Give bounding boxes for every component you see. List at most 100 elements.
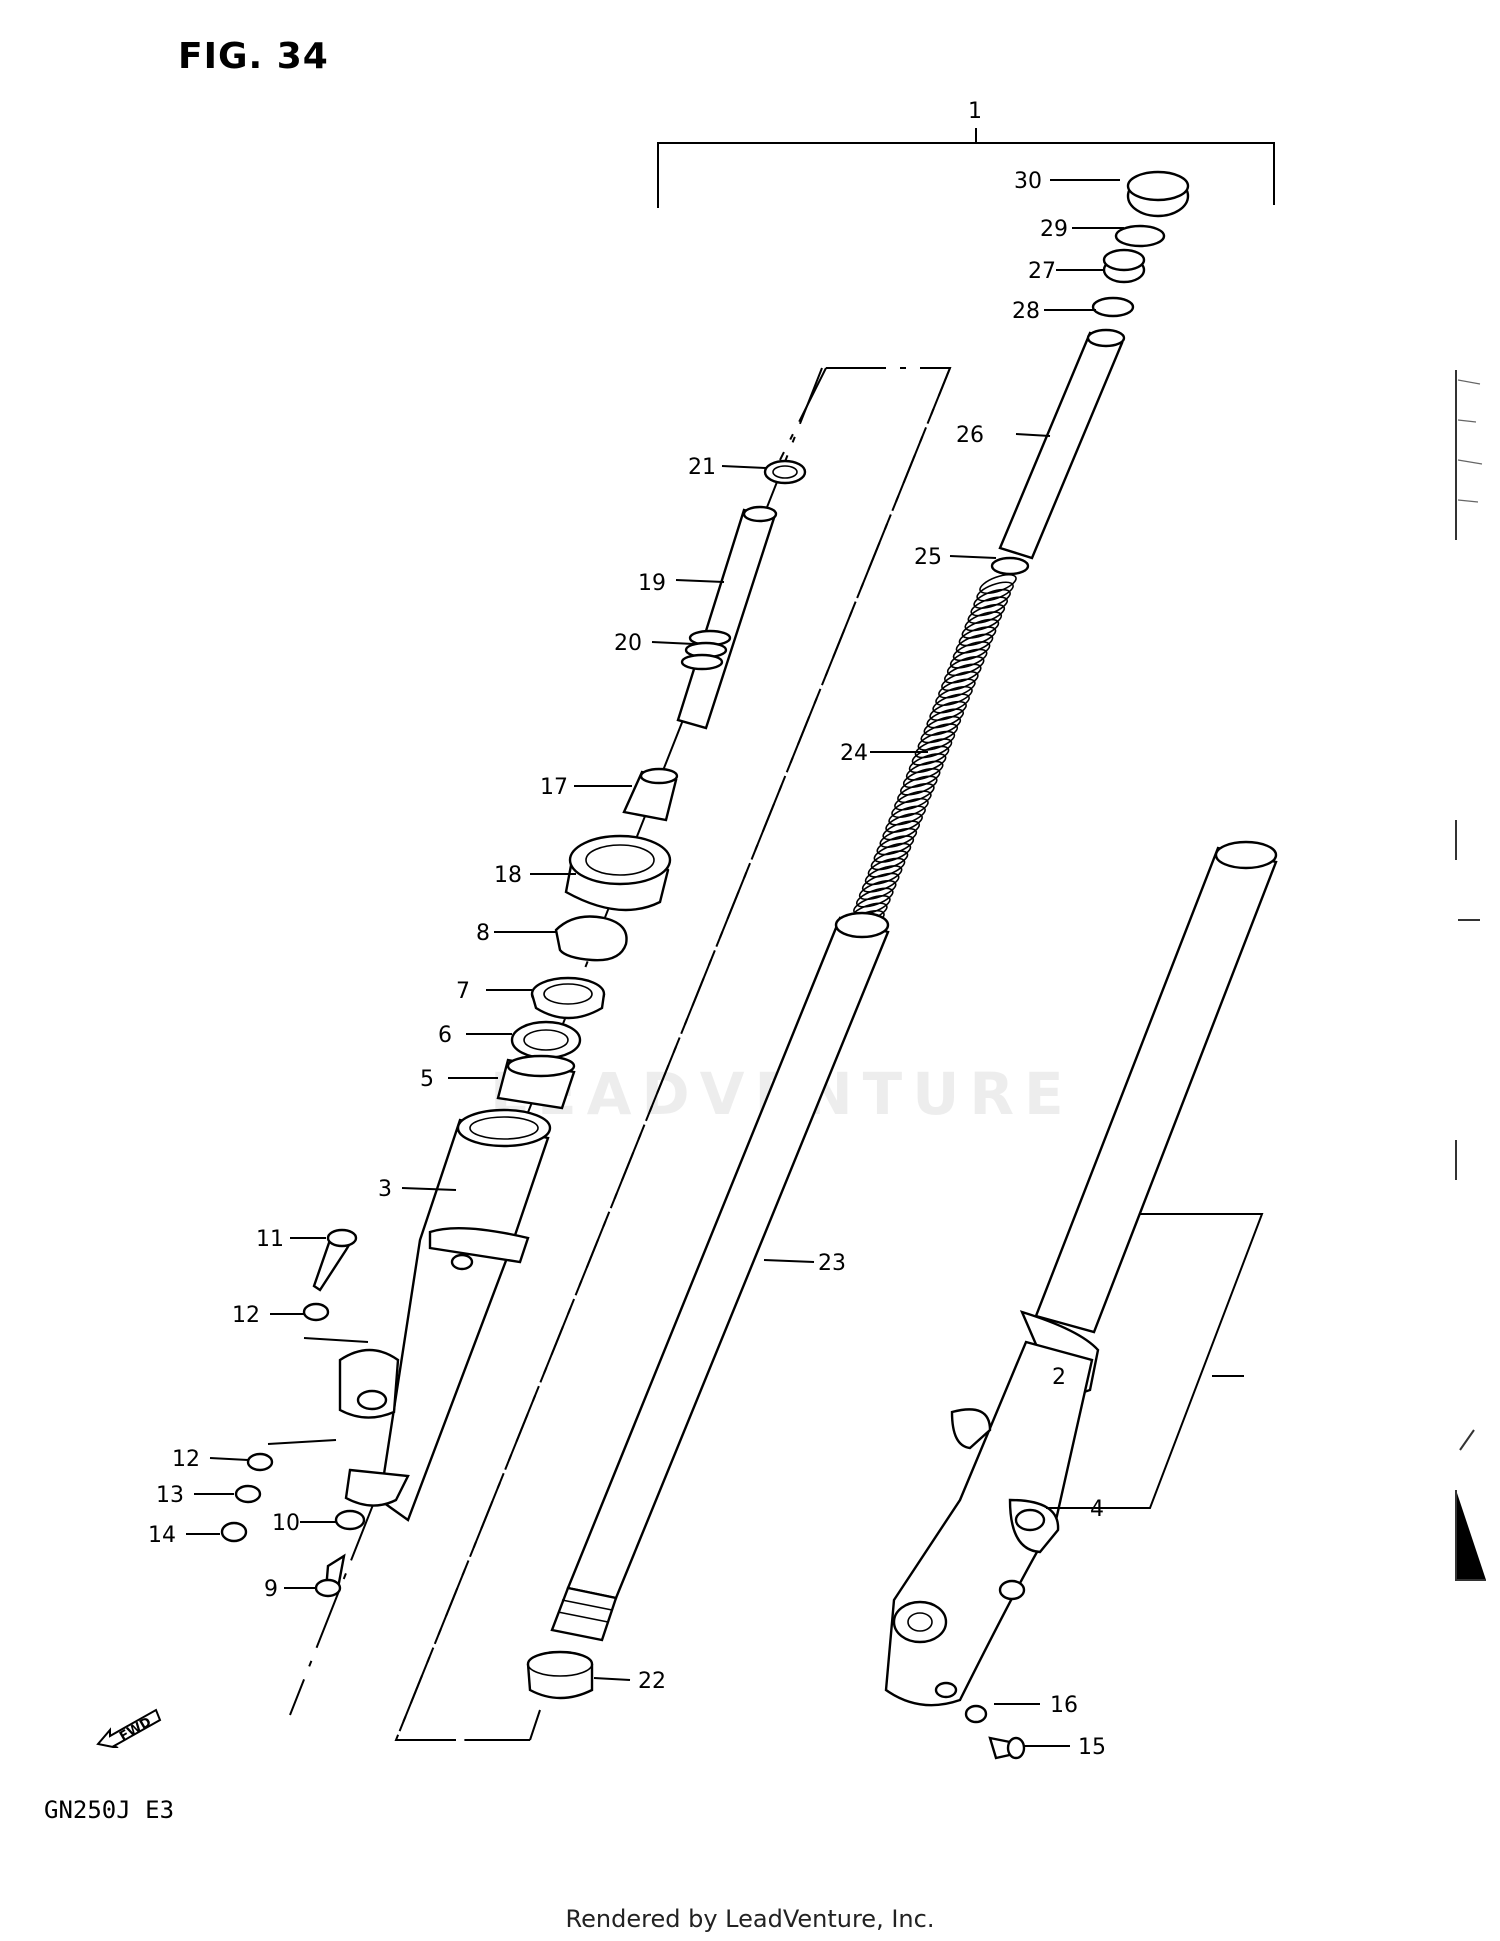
spring-coil xyxy=(943,663,982,684)
spring-coil xyxy=(923,715,962,736)
assembly-bracket xyxy=(657,128,1275,208)
guide-line-12a xyxy=(303,1337,369,1343)
spring-coil xyxy=(855,887,894,908)
part-15-bolt xyxy=(988,1736,1026,1760)
spring-coil xyxy=(891,797,929,819)
callout-7: 7 xyxy=(456,979,470,1004)
callout-2: 2 xyxy=(1052,1365,1066,1390)
part-22-bushing xyxy=(526,1650,594,1700)
spring-coil xyxy=(882,820,921,841)
callout-11: 11 xyxy=(256,1227,284,1252)
callout-4: 4 xyxy=(1090,1497,1104,1522)
callout-29: 29 xyxy=(1040,217,1068,242)
part-21-ring xyxy=(763,459,807,485)
part-19-damper-rod xyxy=(676,505,778,730)
spring-coil xyxy=(908,753,947,774)
spring-coil xyxy=(949,648,988,669)
part-18-dust-seal xyxy=(564,834,672,912)
part-9-bolt xyxy=(314,1553,346,1598)
spring-coil xyxy=(897,783,935,804)
spring-coil xyxy=(870,850,909,871)
spring-coil xyxy=(899,775,938,796)
callout-24: 24 xyxy=(840,741,868,766)
part-10-washer xyxy=(334,1509,366,1531)
part-5-guide-bush xyxy=(496,1054,576,1110)
part-12-washer-b xyxy=(246,1452,274,1472)
part-6-washer xyxy=(510,1020,582,1060)
part-17-oil-lock-piece xyxy=(622,767,679,822)
callout-30: 30 xyxy=(1014,169,1042,194)
callout-19: 19 xyxy=(638,571,666,596)
part-28-ring xyxy=(1091,296,1135,318)
part-12-washer-a xyxy=(302,1302,330,1322)
part-30-cap xyxy=(1126,170,1190,218)
model-code: GN250J E3 xyxy=(44,1796,175,1824)
spring-coil xyxy=(888,805,926,826)
footer-credit: Rendered by LeadVenture, Inc. xyxy=(565,1905,935,1933)
callout-13: 13 xyxy=(156,1483,184,1508)
callout-3: 3 xyxy=(378,1177,392,1202)
callout-1: 1 xyxy=(968,99,982,124)
callout-5: 5 xyxy=(420,1067,434,1092)
spring-coil xyxy=(970,596,1009,617)
spring-coil xyxy=(958,626,997,647)
callout-22: 22 xyxy=(638,1669,666,1694)
callout-15: 15 xyxy=(1078,1735,1106,1760)
callout-9: 9 xyxy=(264,1577,278,1602)
part-26-spacer-tube xyxy=(998,328,1126,560)
spring-coil xyxy=(979,573,1017,595)
callout-27: 27 xyxy=(1028,259,1056,284)
callout-16: 16 xyxy=(1050,1693,1078,1718)
part-13-washer xyxy=(234,1484,262,1504)
fwd-label: FWD xyxy=(117,1715,154,1745)
spring-coil xyxy=(935,685,973,707)
part-27-spacer xyxy=(1102,248,1146,284)
callout-25: 25 xyxy=(914,545,942,570)
callout-6: 6 xyxy=(438,1023,452,1048)
part-23-inner-tube xyxy=(550,911,890,1642)
part-3-outer-tube-left xyxy=(338,1108,552,1522)
spring-coil xyxy=(926,708,965,729)
part-11-bolt xyxy=(312,1228,358,1292)
spring-coil xyxy=(853,895,891,916)
part-14-nut xyxy=(220,1521,248,1543)
callout-8: 8 xyxy=(476,921,490,946)
callout-12-a: 12 xyxy=(232,1303,260,1328)
spring-coil xyxy=(952,641,991,662)
part-7-oil-seal xyxy=(530,976,606,1020)
callout-23: 23 xyxy=(818,1251,846,1276)
spring-coil xyxy=(967,603,1006,624)
spring-coil xyxy=(864,865,903,886)
callout-12-b: 12 xyxy=(172,1447,200,1472)
callout-28: 28 xyxy=(1012,299,1040,324)
spring-coil xyxy=(961,618,1000,639)
spring-coil xyxy=(905,760,944,781)
spring-coil xyxy=(914,738,953,759)
callout-18: 18 xyxy=(494,863,522,888)
callout-26: 26 xyxy=(956,423,984,448)
part-20-ring-set xyxy=(680,629,732,671)
callout-20: 20 xyxy=(614,631,642,656)
part-29-o-ring xyxy=(1114,224,1166,248)
spring-coil xyxy=(917,730,956,751)
callout-10: 10 xyxy=(272,1511,300,1536)
scan-edge-marks xyxy=(1455,370,1486,1581)
spring-coil xyxy=(873,842,912,863)
spring-coil xyxy=(976,581,1014,602)
callout-14: 14 xyxy=(148,1523,176,1548)
part-2-fork-assembly-right xyxy=(884,840,1278,1707)
part-16-washer xyxy=(964,1704,988,1724)
spring-coil xyxy=(879,827,918,848)
leader-lines xyxy=(186,179,1244,1747)
part-25-washer xyxy=(990,556,1030,576)
callout-17: 17 xyxy=(540,775,568,800)
part-8-stopper-ring xyxy=(554,915,628,962)
guide-line-12b xyxy=(267,1439,337,1445)
callout-21: 21 xyxy=(688,455,716,480)
spring-coil xyxy=(941,671,979,692)
part-24-spring xyxy=(847,573,1017,931)
fwd-arrow-icon: FWD xyxy=(96,1708,162,1748)
figure-title: FIG. 34 xyxy=(178,36,329,77)
spring-coil xyxy=(932,693,970,714)
